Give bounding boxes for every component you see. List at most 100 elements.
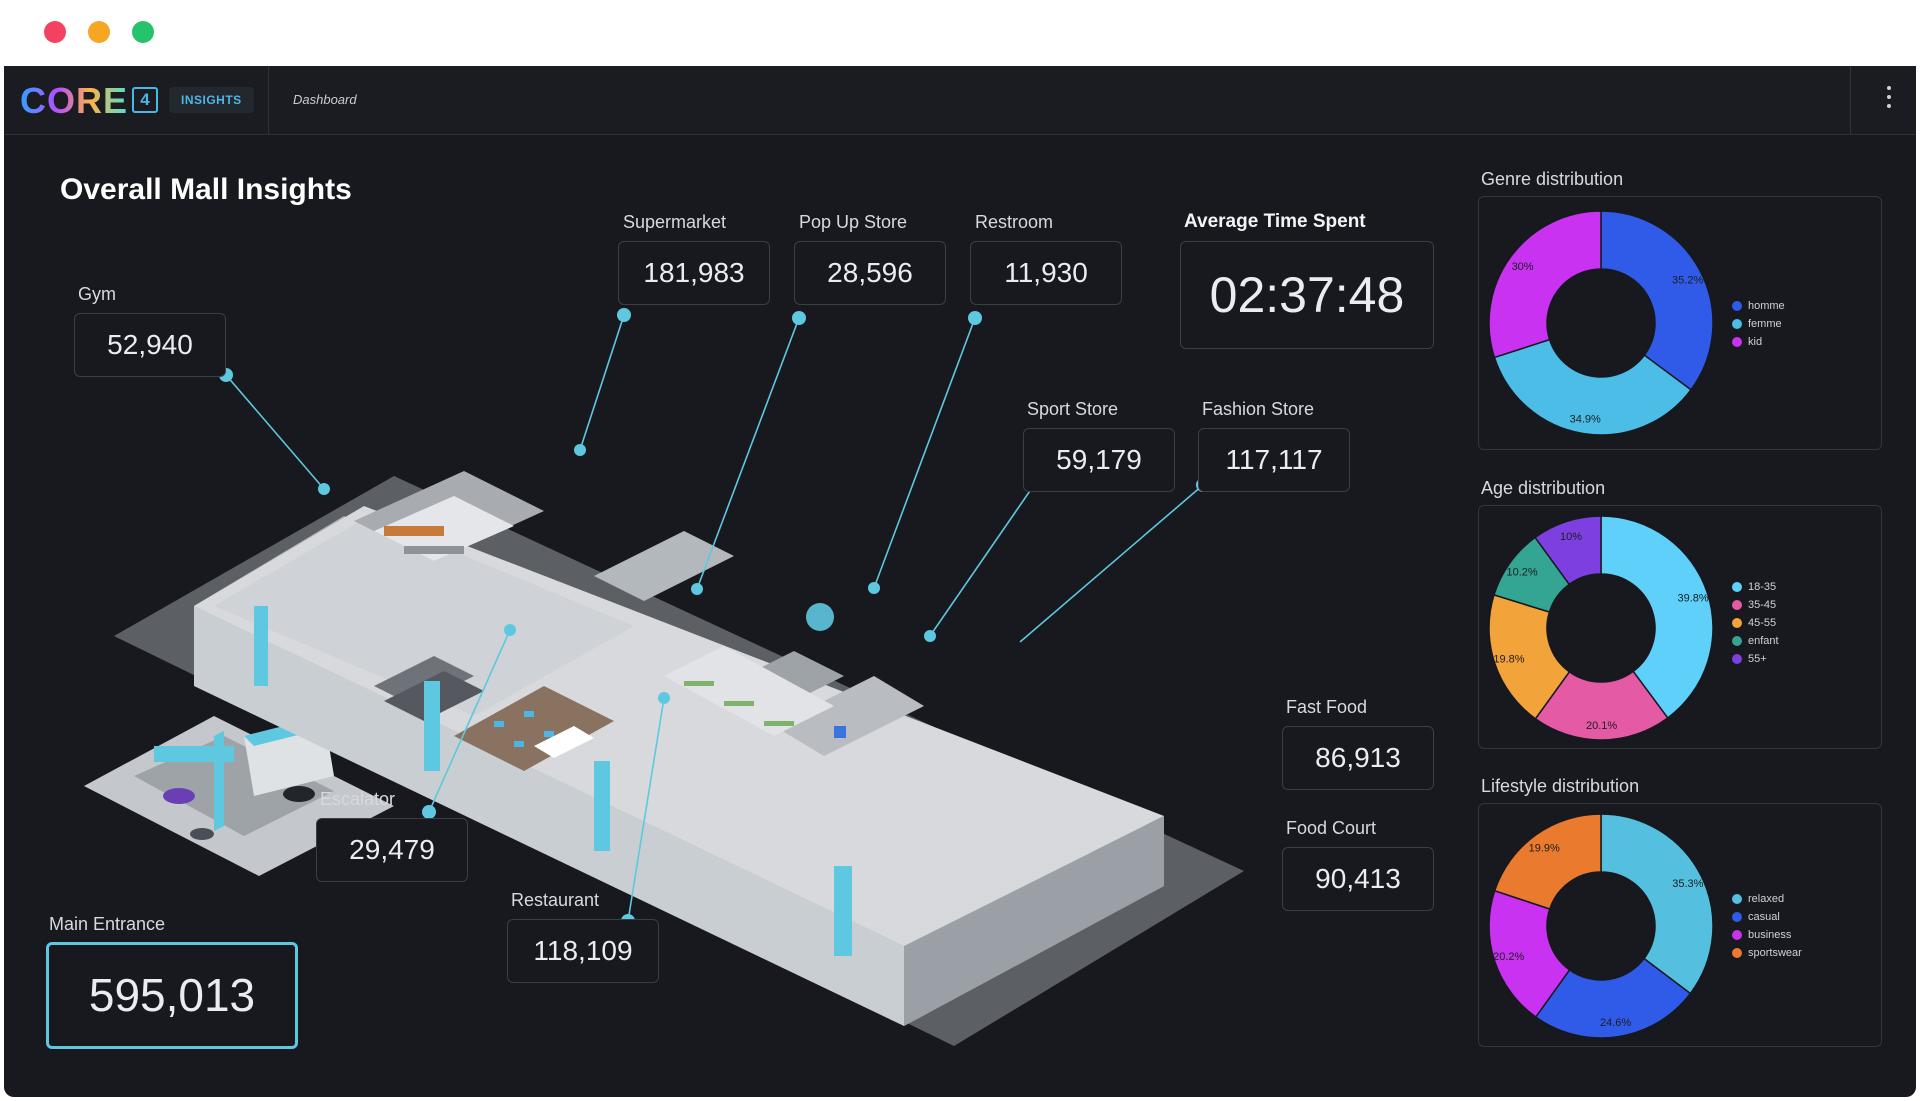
insights-badge: INSIGHTS: [169, 87, 254, 113]
window-minimize-button[interactable]: [88, 21, 110, 43]
legend-swatch: [1732, 618, 1742, 628]
donut-slice-label: 35.3%: [1672, 878, 1703, 890]
legend-item-enfant[interactable]: enfant: [1732, 632, 1779, 650]
donut-slice-casual[interactable]: [1534, 957, 1692, 1039]
donut-slice-35-45[interactable]: [1534, 670, 1669, 741]
legend-label: 55+: [1748, 653, 1767, 665]
average-time-value[interactable]: 02:37:48: [1180, 241, 1434, 349]
legend-swatch: [1732, 319, 1742, 329]
age-legend: 18-35 35-45 45-55 enfant 55+: [1732, 578, 1779, 668]
escalator-label: Escalator: [320, 789, 396, 809]
donut-slice-label: 20.1%: [1586, 720, 1617, 732]
legend-item-55+[interactable]: 55+: [1732, 650, 1779, 668]
popup-store-label: Pop Up Store: [799, 212, 908, 232]
fashion-store-count[interactable]: 117,117: [1198, 428, 1350, 492]
fast-food-label: Fast Food: [1286, 697, 1368, 717]
logo-version-badge: 4: [132, 87, 158, 113]
legend-label: 35-45: [1748, 599, 1777, 611]
donut-slice-sportswear[interactable]: [1493, 813, 1602, 910]
main-entrance-count[interactable]: 595,013: [46, 942, 298, 1049]
donut-slice-homme[interactable]: [1600, 210, 1714, 391]
legend-label: casual: [1748, 911, 1780, 923]
restaurant-count[interactable]: 118,109: [507, 919, 659, 983]
food-court-count[interactable]: 90,413: [1282, 847, 1434, 911]
donut-slice-label: 19.9%: [1529, 842, 1560, 854]
legend-item-homme[interactable]: homme: [1732, 297, 1785, 315]
gym-label: Gym: [78, 284, 116, 304]
average-time-label: Average Time Spent: [1184, 211, 1366, 232]
top-bar: CORE 4 INSIGHTS Dashboard: [4, 66, 1916, 135]
donut-slice-business[interactable]: [1488, 889, 1571, 1019]
escalator-count[interactable]: 29,479: [316, 818, 468, 882]
legend-swatch: [1732, 948, 1742, 958]
legend-item-sportswear[interactable]: sportswear: [1732, 944, 1802, 962]
legend-item-35-45[interactable]: 35-45: [1732, 596, 1779, 614]
supermarket-count[interactable]: 181,983: [618, 241, 770, 305]
legend-item-relaxed[interactable]: relaxed: [1732, 890, 1802, 908]
supermarket-label: Supermarket: [623, 212, 727, 232]
more-vertical-icon[interactable]: [1886, 86, 1892, 112]
lifestyle-legend: relaxed casual business sportswear: [1732, 890, 1802, 962]
legend-swatch: [1732, 912, 1742, 922]
legend-swatch: [1732, 301, 1742, 311]
main-entrance-label: Main Entrance: [49, 914, 166, 934]
age-donut-chart: 39.8%20.1%19.8%10.2%10%: [1488, 515, 1714, 741]
popup-store-count[interactable]: 28,596: [794, 241, 946, 305]
genre-legend: homme femme kid: [1732, 297, 1785, 351]
donut-slice-label: 24.6%: [1600, 1017, 1631, 1029]
donut-slice-label: 39.8%: [1677, 593, 1708, 605]
legend-label: femme: [1748, 318, 1782, 330]
genre-panel-title: Genre distribution: [1481, 169, 1624, 189]
legend-swatch: [1732, 582, 1742, 592]
header-divider-right: [1850, 66, 1851, 134]
restroom-label: Restroom: [975, 212, 1054, 232]
donut-slice-label: 20.2%: [1493, 951, 1524, 963]
donut-slice-femme[interactable]: [1493, 338, 1692, 436]
donut-slice-label: 10.2%: [1507, 567, 1538, 579]
legend-label: sportswear: [1748, 947, 1802, 959]
legend-label: homme: [1748, 300, 1785, 312]
legend-item-casual[interactable]: casual: [1732, 908, 1802, 926]
legend-item-18-35[interactable]: 18-35: [1732, 578, 1779, 596]
donut-slice-label: 30%: [1512, 261, 1534, 273]
legend-item-business[interactable]: business: [1732, 926, 1802, 944]
donut-slice-label: 34.9%: [1570, 414, 1601, 426]
donut-slice-label: 10%: [1560, 531, 1582, 543]
legend-label: business: [1748, 929, 1792, 941]
genre-donut-chart: 35.2% 34.9% 30%: [1488, 210, 1714, 436]
donut-slice-45-55[interactable]: [1488, 593, 1571, 720]
restroom-count[interactable]: 11,930: [970, 241, 1122, 305]
window-close-button[interactable]: [44, 21, 66, 43]
header-divider: [268, 66, 269, 134]
legend-label: 18-35: [1748, 581, 1777, 593]
legend-label: 45-55: [1748, 617, 1777, 629]
donut-slice-label: 35.2%: [1672, 274, 1703, 286]
donut-slice-18-35[interactable]: [1600, 515, 1714, 719]
donut-slice-relaxed[interactable]: [1600, 813, 1714, 995]
window-maximize-button[interactable]: [132, 21, 154, 43]
restaurant-label: Restaurant: [511, 890, 600, 910]
donut-slice-55+[interactable]: [1534, 515, 1602, 586]
age-panel-title: Age distribution: [1481, 478, 1606, 498]
gym-count[interactable]: 52,940: [74, 313, 226, 377]
sport-store-label: Sport Store: [1027, 399, 1119, 419]
legend-swatch: [1732, 636, 1742, 646]
dashboard-app: CORE 4 INSIGHTS Dashboard Overall Mall I…: [4, 66, 1916, 1097]
sport-store-count[interactable]: 59,179: [1023, 428, 1175, 492]
donut-slice-kid[interactable]: [1488, 210, 1602, 359]
lifestyle-donut-chart: 35.3% 24.6% 20.2% 19.9%: [1488, 813, 1714, 1039]
legend-item-femme[interactable]: femme: [1732, 315, 1785, 333]
breadcrumb[interactable]: Dashboard: [293, 92, 357, 107]
logo[interactable]: CORE: [20, 80, 129, 121]
legend-label: kid: [1748, 336, 1763, 348]
lifestyle-panel-title: Lifestyle distribution: [1481, 776, 1640, 796]
fast-food-count[interactable]: 86,913: [1282, 726, 1434, 790]
page-title: Overall Mall Insights: [60, 173, 352, 206]
legend-item-45-55[interactable]: 45-55: [1732, 614, 1779, 632]
food-court-label: Food Court: [1286, 818, 1377, 838]
legend-swatch: [1732, 894, 1742, 904]
legend-item-kid[interactable]: kid: [1732, 333, 1785, 351]
legend-label: relaxed: [1748, 893, 1785, 905]
legend-swatch: [1732, 930, 1742, 940]
legend-swatch: [1732, 337, 1742, 347]
